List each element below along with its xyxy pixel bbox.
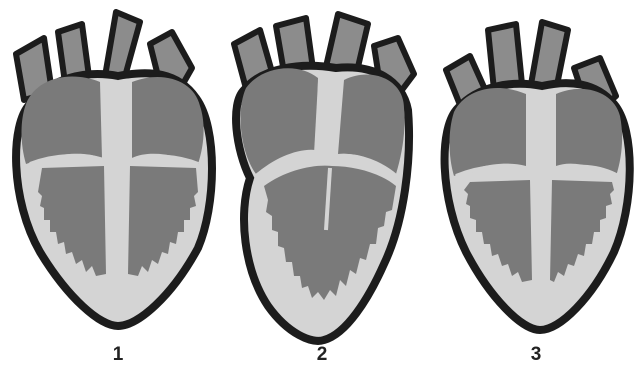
heart-3-illustration [445,22,630,330]
heart-3-label: 3 [516,344,556,366]
heart-3-left-atrium [556,89,622,176]
heart-2-label: 2 [302,344,342,366]
heart-2-illustration [234,14,414,341]
heart-1-label: 1 [98,344,138,366]
heart-1-illustration [16,12,212,326]
